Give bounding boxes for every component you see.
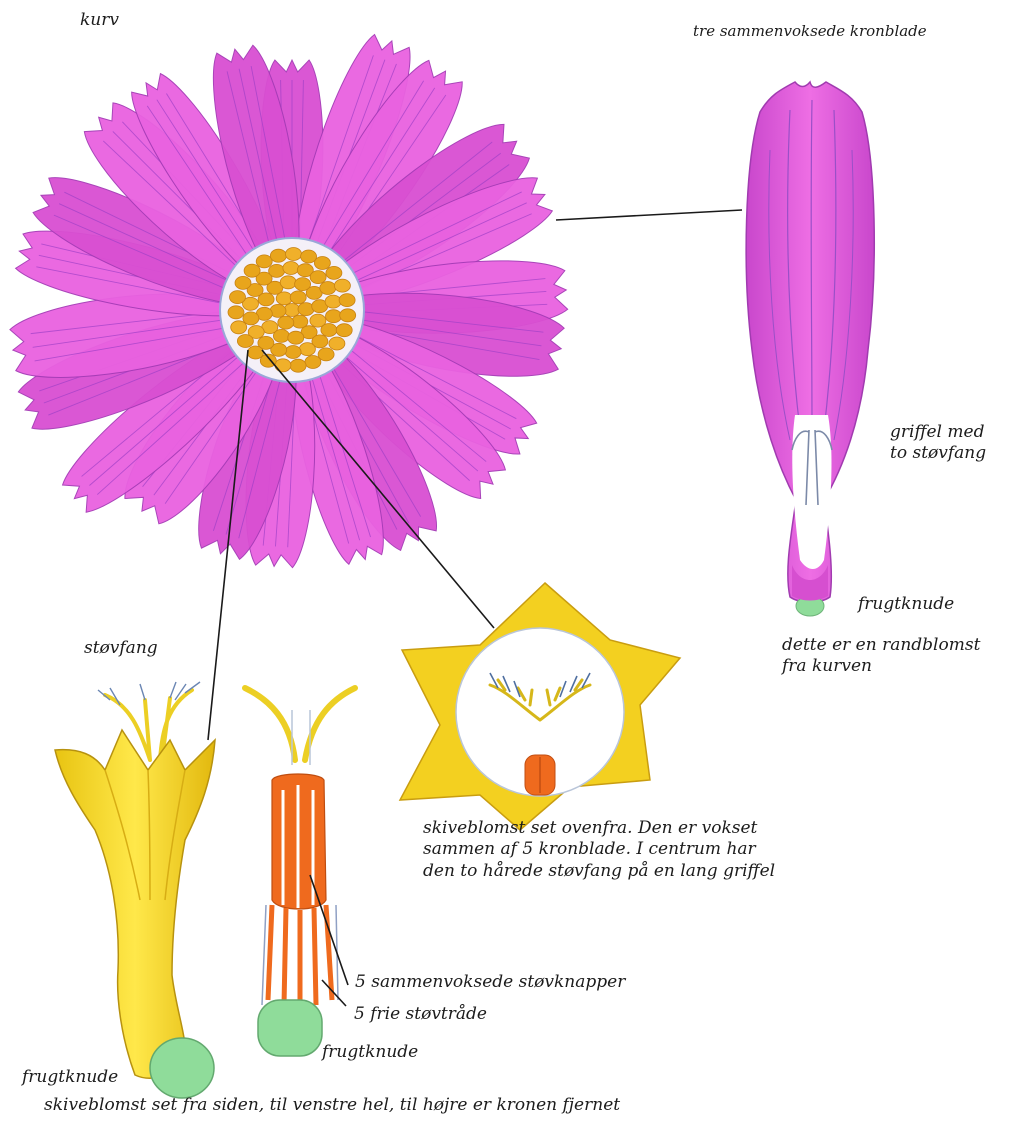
label-filaments: 5 frie støvtråde bbox=[354, 1004, 487, 1025]
label-style: griffel med to støvfang bbox=[890, 422, 986, 465]
disc-floret-bud bbox=[283, 262, 299, 275]
disc-floret-bud bbox=[280, 276, 296, 289]
disc-floret-bud bbox=[278, 316, 294, 329]
disc-floret-bud bbox=[326, 266, 342, 279]
inner-stigma bbox=[245, 688, 355, 760]
disc-floret-bud bbox=[339, 294, 355, 307]
side-ovary bbox=[150, 1038, 214, 1098]
disc-floret-bud bbox=[299, 343, 315, 356]
label-ovary-right: frugtknude bbox=[858, 594, 954, 615]
label-ray-note: dette er en randblomst fra kurven bbox=[782, 635, 980, 678]
disc-floret-side-whole bbox=[55, 682, 215, 1098]
disc-floret-bud bbox=[275, 359, 291, 372]
disc-floret-bud bbox=[284, 304, 300, 317]
disc-floret-bud bbox=[244, 264, 260, 277]
disc-floret-bud bbox=[336, 324, 352, 337]
disc-floret-bud bbox=[235, 276, 251, 289]
disc-floret-bud bbox=[318, 348, 334, 361]
label-style-line2: to støvfang bbox=[890, 443, 986, 464]
disc-floret-bud bbox=[243, 312, 259, 325]
disc-floret-bud bbox=[320, 282, 336, 295]
label-disc-top-line1: skiveblomst set ovenfra. Den er vokset bbox=[423, 818, 775, 839]
disc-floret-bud bbox=[288, 331, 304, 344]
label-disc-top-line2: sammen af 5 kronblade. I centrum har bbox=[423, 839, 775, 860]
label-anthers: 5 sammenvoksede støvknapper bbox=[355, 972, 625, 993]
label-kurv: kurv bbox=[80, 10, 119, 31]
disc-floret-bud bbox=[314, 257, 330, 270]
leader-ray-floret bbox=[556, 210, 742, 220]
side-corolla bbox=[55, 730, 215, 1078]
label-disc-side: skiveblomst set fra siden, til venstre h… bbox=[44, 1095, 620, 1116]
disc-floret-bud bbox=[321, 324, 337, 337]
disc-floret-bud bbox=[329, 337, 345, 350]
label-ovary-left: frugtknude bbox=[22, 1067, 118, 1088]
disc-floret-bud bbox=[310, 271, 326, 284]
ray-floret bbox=[746, 82, 874, 616]
label-ovary-middle: frugtknude bbox=[322, 1042, 418, 1063]
disc-floret-top-view bbox=[400, 583, 680, 830]
disc-floret-side-corolla-removed bbox=[245, 688, 355, 1056]
label-disc-top: skiveblomst set ovenfra. Den er vokset s… bbox=[423, 818, 775, 882]
disc-floret-bud bbox=[269, 264, 285, 277]
label-disc-top-line3: den to hårede støvfang på en lang griffe… bbox=[423, 861, 775, 882]
disc-floret-bud bbox=[285, 346, 301, 359]
disc-floret-bud bbox=[334, 279, 350, 292]
disc-floret-bud bbox=[270, 249, 286, 262]
disc-floret-bud bbox=[286, 248, 302, 261]
disc-floret-bud bbox=[228, 306, 244, 319]
disc-floret-bud bbox=[231, 321, 247, 334]
inner-ovary bbox=[258, 1000, 322, 1056]
label-ray-petals: tre sammenvoksede kronblade bbox=[693, 22, 927, 41]
disc-floret-bud bbox=[340, 309, 356, 322]
label-stigma: støvfang bbox=[84, 638, 158, 659]
disc-floret-bud bbox=[230, 291, 246, 304]
disc-floret-bud bbox=[301, 250, 317, 263]
disc-floret-bud bbox=[256, 255, 272, 268]
disc-floret-bud bbox=[290, 359, 306, 372]
label-ray-note-line2: fra kurven bbox=[782, 656, 980, 677]
disc-floret-bud bbox=[237, 335, 253, 348]
disc-floret-bud bbox=[326, 310, 342, 323]
inner-filaments bbox=[268, 905, 332, 1008]
leader-filaments bbox=[322, 980, 346, 1006]
label-ray-note-line1: dette er en randblomst bbox=[782, 635, 980, 656]
disc-floret-bud bbox=[248, 346, 264, 359]
label-style-line1: griffel med bbox=[890, 422, 986, 443]
disc-floret-bud bbox=[290, 291, 306, 304]
flower-head bbox=[8, 29, 569, 568]
disc-floret-bud bbox=[325, 295, 341, 308]
disc-floret-bud bbox=[305, 356, 321, 369]
